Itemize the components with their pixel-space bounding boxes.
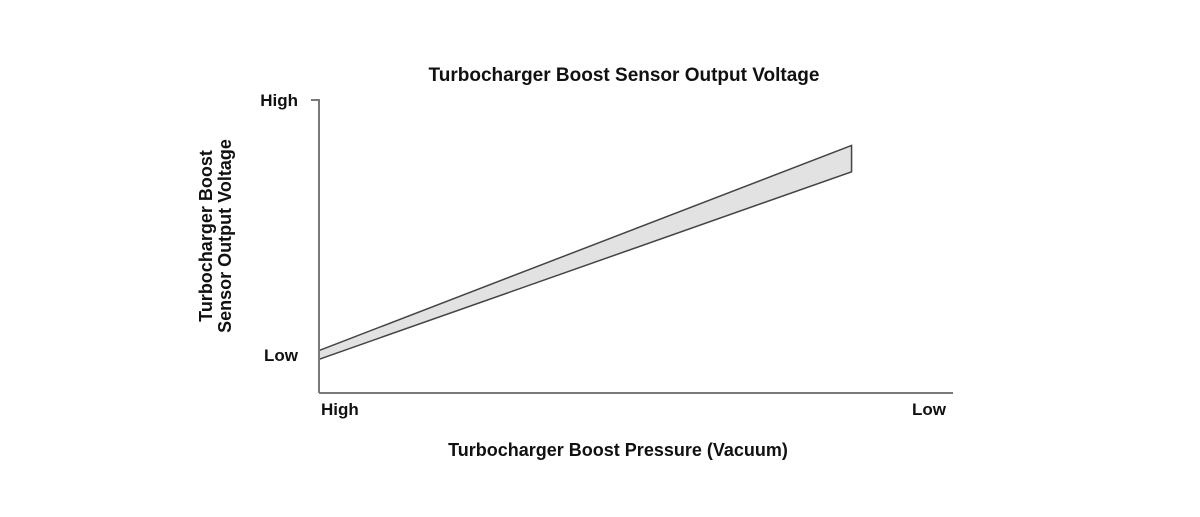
y-tick-label-high: High bbox=[260, 91, 298, 110]
y-axis-label-line-2: Sensor Output Voltage bbox=[215, 139, 235, 333]
y-axis-label: Turbocharger Boost Sensor Output Voltage bbox=[196, 139, 235, 333]
sensor-voltage-band-0 bbox=[318, 144, 853, 361]
x-tick-label-low: Low bbox=[912, 400, 947, 419]
chart-title: Turbocharger Boost Sensor Output Voltage bbox=[429, 65, 820, 86]
y-tick-label-low: Low bbox=[264, 346, 299, 365]
y-axis-line bbox=[311, 99, 320, 393]
y-axis-label-line-1: Turbocharger Boost bbox=[196, 150, 216, 322]
x-axis-label: Turbocharger Boost Pressure (Vacuum) bbox=[448, 440, 788, 460]
x-tick-label-high: High bbox=[321, 400, 359, 419]
